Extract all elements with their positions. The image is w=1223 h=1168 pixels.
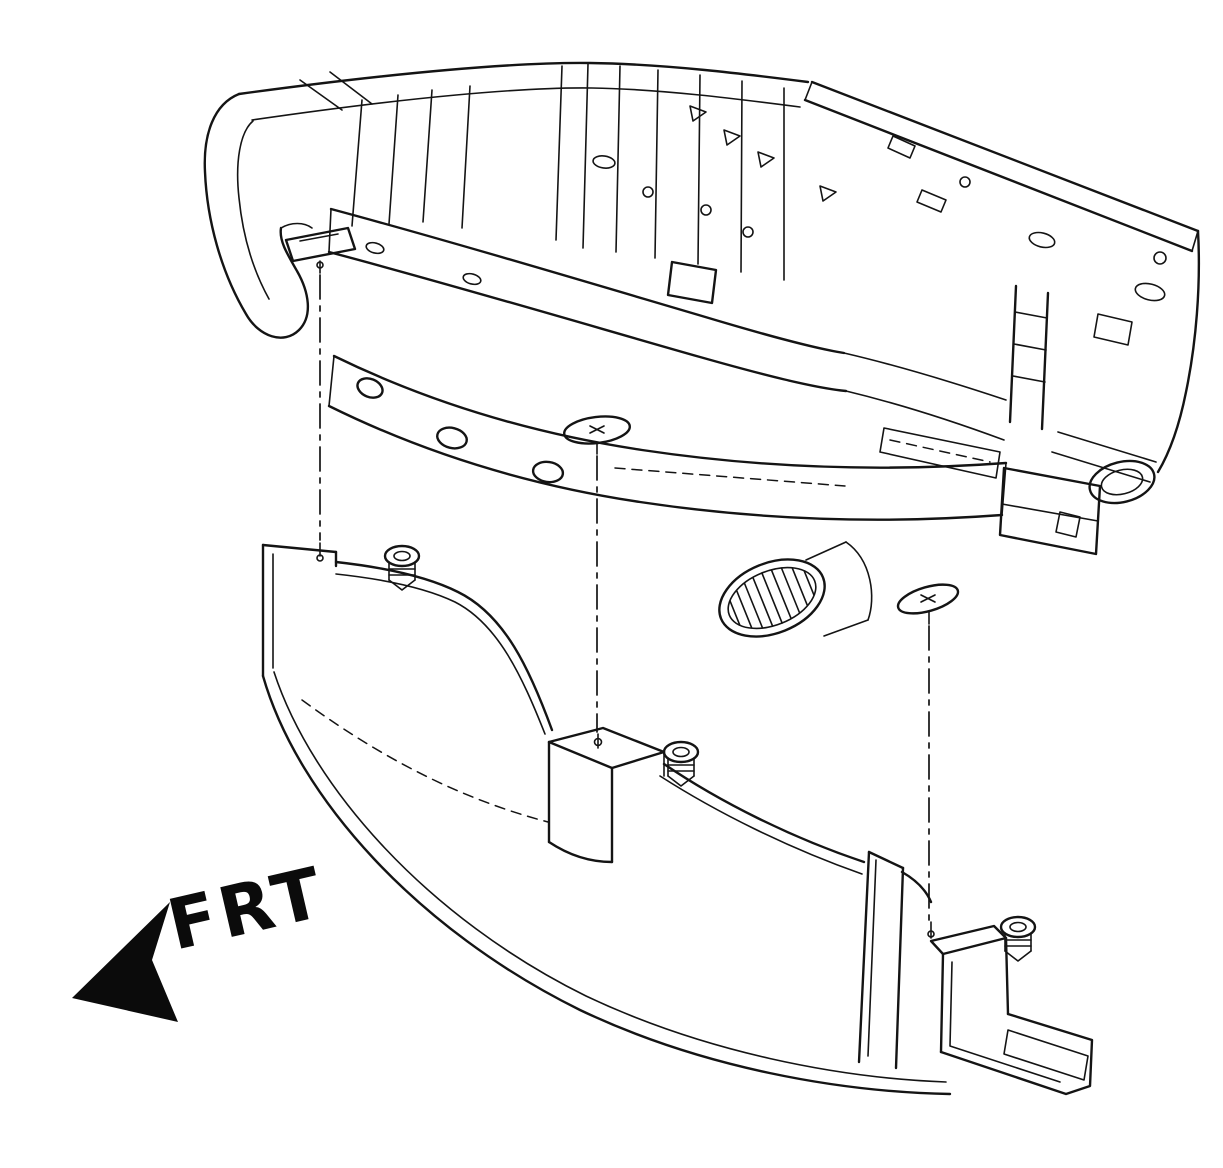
deflector-right-fin [857, 850, 905, 1070]
mount-tab-right [896, 583, 960, 625]
fog-lamp-lens [718, 558, 826, 638]
deflector-left-bracket [261, 542, 338, 678]
frt-arrow-icon [72, 902, 178, 1022]
deflector-right-mount [927, 921, 1094, 1096]
fog-lamp-hatching [729, 567, 815, 629]
bulkhead-panel-details [351, 63, 837, 305]
frt-direction-indicator: FRT [72, 851, 333, 1022]
fastener-grommet-left [383, 544, 421, 591]
assembly-centerlines [319, 274, 930, 921]
lower-crossmember [327, 354, 1008, 521]
right-upper-rail [803, 80, 1200, 302]
front-end-assembly [203, 61, 1201, 638]
air-deflector [261, 542, 1094, 1096]
grommet-cap [662, 740, 700, 764]
deflector-main-panel [261, 560, 952, 1096]
grommet-cap [999, 915, 1037, 939]
fastener-grommet-center [662, 740, 700, 787]
fog-lamp [718, 541, 873, 638]
mount-tab-center [563, 415, 631, 455]
upper-tie-bar [237, 61, 810, 121]
mid-tie-bar [327, 207, 848, 393]
mount-tab-left [284, 226, 357, 274]
right-frame-rail-structure [843, 229, 1201, 556]
frt-label: FRT [160, 851, 333, 967]
grommet-cap [383, 544, 421, 568]
deflector-center-bracket [547, 726, 666, 864]
left-bumper-horn [203, 92, 313, 339]
